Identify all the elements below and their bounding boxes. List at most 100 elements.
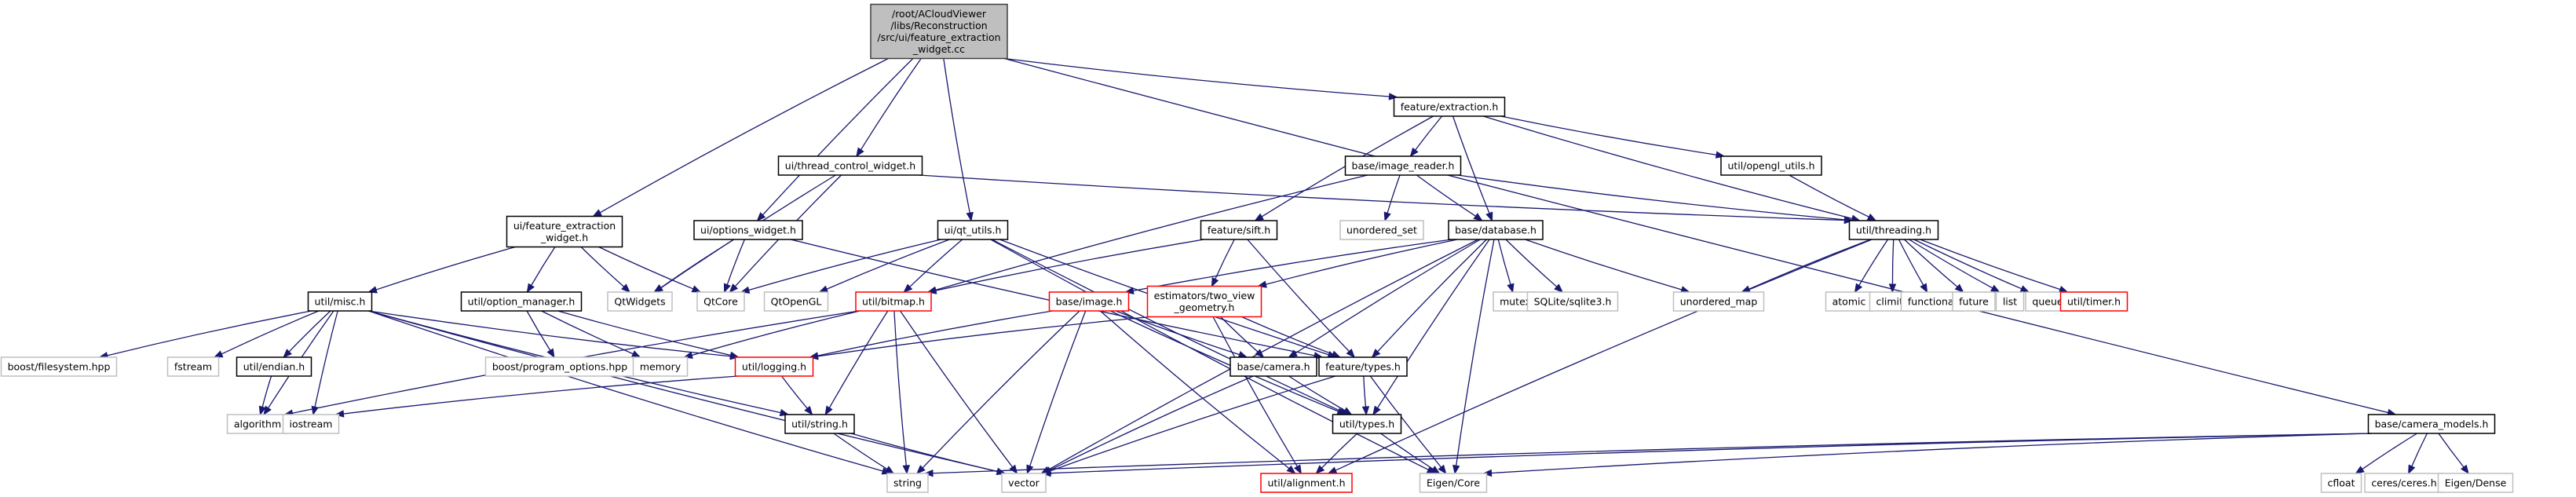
- node-qt-utils-h[interactable]: ui/qt_utils.h: [937, 220, 1009, 240]
- node-label: base/camera.h: [1237, 361, 1310, 373]
- node-fe-widget-h[interactable]: ui/feature_extraction_widget.h: [506, 215, 623, 248]
- arrowhead-icon: [1372, 405, 1381, 416]
- node-box: [307, 291, 373, 312]
- edge-threading-h-to-future: [1904, 239, 1958, 287]
- node-box: [1393, 97, 1506, 117]
- node-feature-extraction-h[interactable]: feature/extraction.h: [1393, 97, 1506, 117]
- node-box: [226, 414, 289, 434]
- node-alignment-h[interactable]: util/alignment.h: [1260, 473, 1353, 493]
- node-thread-control-widget-h[interactable]: ui/thread_control_widget.h: [777, 155, 923, 176]
- node-logging-h[interactable]: util/logging.h: [734, 356, 814, 377]
- arrowhead-icon: [884, 466, 895, 474]
- edge-bitmap-h-to-memory: [691, 310, 860, 356]
- node-box: [2367, 414, 2496, 434]
- node-label: future: [1959, 296, 1989, 308]
- node-box: [282, 414, 340, 434]
- node-box: [1146, 285, 1262, 318]
- arrowhead-icon: [1431, 466, 1441, 474]
- edge-qt-utils-h-to-QtCore: [748, 239, 941, 291]
- arrowhead-icon: [2355, 466, 2365, 474]
- arrowhead-icon: [1041, 469, 1051, 477]
- node-label: base/database.h: [1455, 225, 1536, 236]
- node-label: QtWidgets: [614, 296, 665, 308]
- node-label: base/image_reader.h: [1352, 160, 1455, 172]
- node-label: cfloat: [2328, 477, 2355, 489]
- node-box: [870, 3, 1008, 60]
- edge-two-view-geometry-h-to-logging-h: [817, 316, 1151, 357]
- arrowhead-icon: [1346, 349, 1356, 358]
- node-label: Eigen/Dense: [2445, 477, 2507, 489]
- node-label: ui/thread_control_widget.h: [785, 160, 915, 172]
- node-sift-h[interactable]: feature/sift.h: [1200, 220, 1278, 240]
- node-camera-h[interactable]: base/camera.h: [1230, 356, 1317, 377]
- node-timer-h[interactable]: util/timer.h: [2059, 291, 2128, 312]
- node-label: functional: [1908, 296, 1957, 308]
- node-label: list: [2003, 296, 2017, 308]
- edge-image-h-to-camera-h: [1115, 310, 1240, 356]
- arrowhead-icon: [526, 283, 535, 294]
- edge-camera-models-h-to-Eigen-Core: [1491, 433, 2372, 474]
- arrowhead-icon: [1990, 284, 2001, 293]
- edge-bitmap-h-to-vector: [900, 310, 1014, 468]
- node-box: [1720, 155, 1822, 176]
- edge-option-manager-h-to-boost-program-options: [526, 310, 551, 351]
- edge-misc-h-to-endian-h: [288, 310, 331, 353]
- arrowhead-icon: [966, 211, 974, 222]
- edge-two-view-geometry-h-to-camera-h: [1220, 316, 1259, 353]
- node-types-h[interactable]: util/types.h: [1332, 414, 1402, 434]
- node-options-widget-h[interactable]: ui/options_widget.h: [693, 220, 803, 240]
- edge-database-h-to-vector: [1047, 239, 1478, 470]
- node-label: queue: [2032, 296, 2063, 308]
- node-label: util/misc.h: [315, 296, 366, 308]
- edge-types-h-to-Eigen-Core: [1380, 433, 1434, 470]
- node-label: /src/ui/feature_extraction: [877, 31, 1000, 43]
- node-algorithm: algorithm: [226, 414, 289, 434]
- node-option-manager-h[interactable]: util/option_manager.h: [460, 291, 583, 312]
- node-threading-h[interactable]: util/threading.h: [1848, 220, 1939, 240]
- edge-option-manager-h-to-logging-h: [557, 310, 731, 356]
- node-Eigen-Core: Eigen/Core: [1419, 473, 1488, 493]
- arrowhead-icon: [1507, 283, 1515, 294]
- node-label: vector: [1008, 477, 1040, 489]
- node-endian-h[interactable]: util/endian.h: [236, 356, 312, 377]
- arrowhead-icon: [1254, 213, 1264, 221]
- edge-misc-h-to-logging-h: [368, 310, 731, 357]
- edge-thread-control-widget-h-to-threading-h: [919, 174, 1845, 221]
- arrowhead-icon: [1288, 349, 1298, 358]
- arrowhead-icon: [1383, 211, 1391, 222]
- node-label: ceres/ceres.h: [2371, 477, 2436, 489]
- node-string: string: [886, 473, 929, 493]
- node-image-h[interactable]: base/image.h: [1048, 291, 1130, 312]
- node-bitmap-h[interactable]: util/bitmap.h: [855, 291, 932, 312]
- node-camera-models-h[interactable]: base/camera_models.h: [2367, 414, 2496, 434]
- node-boost-filesystem: boost/filesystem.hpp: [0, 356, 118, 377]
- node-QtWidgets: QtWidgets: [607, 291, 673, 312]
- edge-two-view-geometry-h-to-alignment-h: [1212, 316, 1298, 467]
- node-image-reader-h[interactable]: base/image_reader.h: [1344, 155, 1462, 176]
- edge-threading-h-to-functional: [1898, 239, 1924, 286]
- node-feature-types-h[interactable]: feature/types.h: [1318, 356, 1408, 377]
- edge-image-reader-h-to-unordered-set: [1387, 174, 1401, 214]
- node-box: [1825, 291, 1873, 312]
- node-database-h[interactable]: base/database.h: [1448, 220, 1544, 240]
- edge-sift-h-to-bitmap-h: [935, 239, 1204, 291]
- node-label: ui/qt_utils.h: [945, 225, 1002, 236]
- node-vector: vector: [1001, 473, 1047, 493]
- arrowhead-icon: [1485, 211, 1493, 222]
- edge-image-reader-h-to-database-h: [1416, 174, 1476, 217]
- arrowhead-icon: [621, 283, 631, 293]
- arrowhead-icon: [1920, 283, 1928, 294]
- node-fstream: fstream: [166, 356, 220, 377]
- edge-two-view-geometry-h-to-feature-types-h: [1241, 316, 1333, 355]
- edge-options-widget-h-to-QtCore: [726, 239, 745, 285]
- node-label: util/types.h: [1339, 418, 1394, 430]
- node-opengl-utils-h[interactable]: util/opengl_utils.h: [1720, 155, 1822, 176]
- node-box: [236, 356, 312, 377]
- edge-feature-types-h-to-vector: [1050, 375, 1336, 472]
- node-misc-h[interactable]: util/misc.h: [307, 291, 373, 312]
- node-box: [1001, 473, 1047, 493]
- node-root[interactable]: /root/ACloudViewer/libs/Reconstruction/s…: [870, 3, 1008, 60]
- node-string-h[interactable]: util/string.h: [784, 414, 855, 434]
- node-two-view-geometry-h[interactable]: estimators/two_view_geometry.h: [1146, 285, 1262, 318]
- edge-threading-h-to-unordered-map: [1748, 239, 1871, 290]
